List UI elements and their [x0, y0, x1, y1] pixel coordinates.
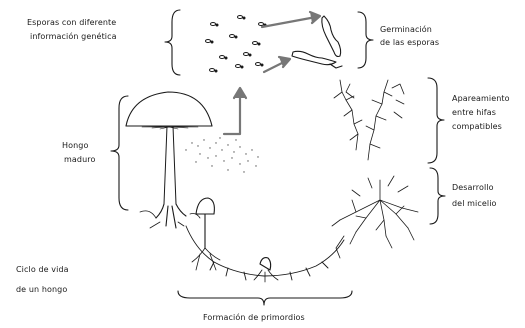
cycle-label-line1: Ciclo de vida — [16, 264, 69, 276]
brace-primordia — [178, 291, 352, 305]
spores-label-line1: Esporas con diferente — [27, 17, 116, 29]
brace-mating — [428, 78, 444, 163]
brace-germination — [358, 12, 373, 68]
primordia-label: Formación de primordios — [203, 312, 305, 324]
mycelium-label-line2: del micelio — [452, 198, 497, 210]
mature-label-line1: Hongo — [62, 140, 88, 152]
mating-label-line2: entre hifas — [452, 107, 496, 119]
germination-label-line1: Germinación — [380, 24, 432, 36]
mycelium-network — [332, 176, 418, 258]
mating-label-line1: Apareamiento — [452, 93, 510, 105]
young-mushroom — [192, 198, 220, 270]
brace-mature — [111, 96, 128, 210]
germinating-spores — [292, 16, 342, 68]
spores-cluster — [206, 16, 267, 73]
hyphae-mating — [334, 80, 404, 160]
mature-label-line2: maduro — [64, 154, 95, 166]
brace-spores — [165, 10, 180, 75]
mycelium-label-line1: Desarrollo — [452, 182, 494, 194]
mating-label-line3: compatibles — [452, 121, 502, 133]
primordium — [254, 258, 278, 282]
germination-label-line2: de las esporas — [380, 37, 439, 49]
mature-mushroom — [126, 92, 212, 228]
spores-label-line2: información genética — [30, 31, 117, 43]
cycle-label-line2: de un hongo — [16, 284, 67, 296]
arrows — [224, 12, 320, 134]
brace-mycelium — [430, 168, 445, 224]
spore-cloud — [185, 137, 258, 172]
